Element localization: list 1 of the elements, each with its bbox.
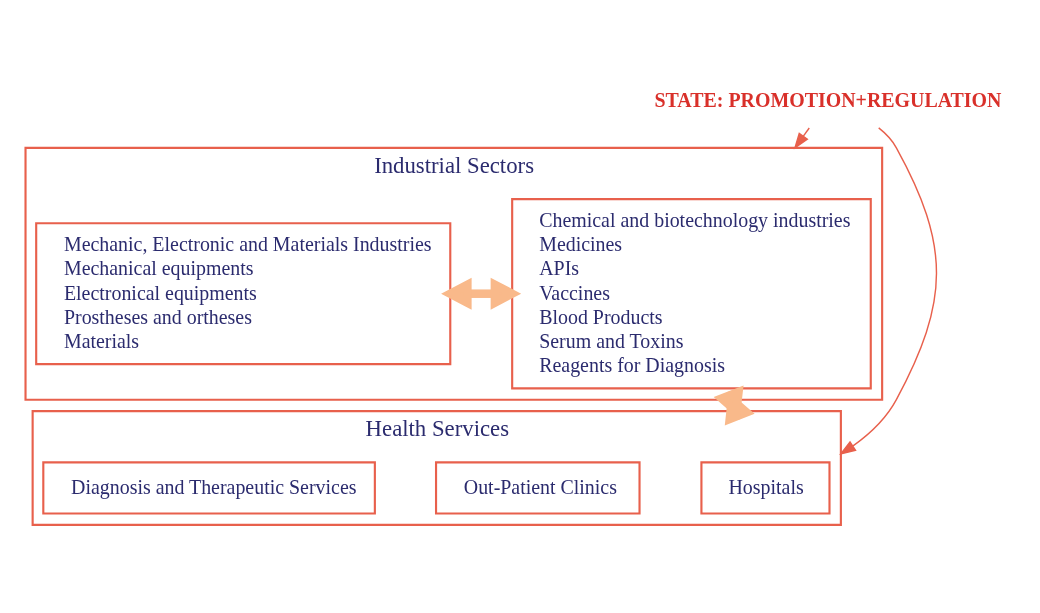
node-text: STATE: PROMOTION+REGULATION (654, 88, 1002, 111)
